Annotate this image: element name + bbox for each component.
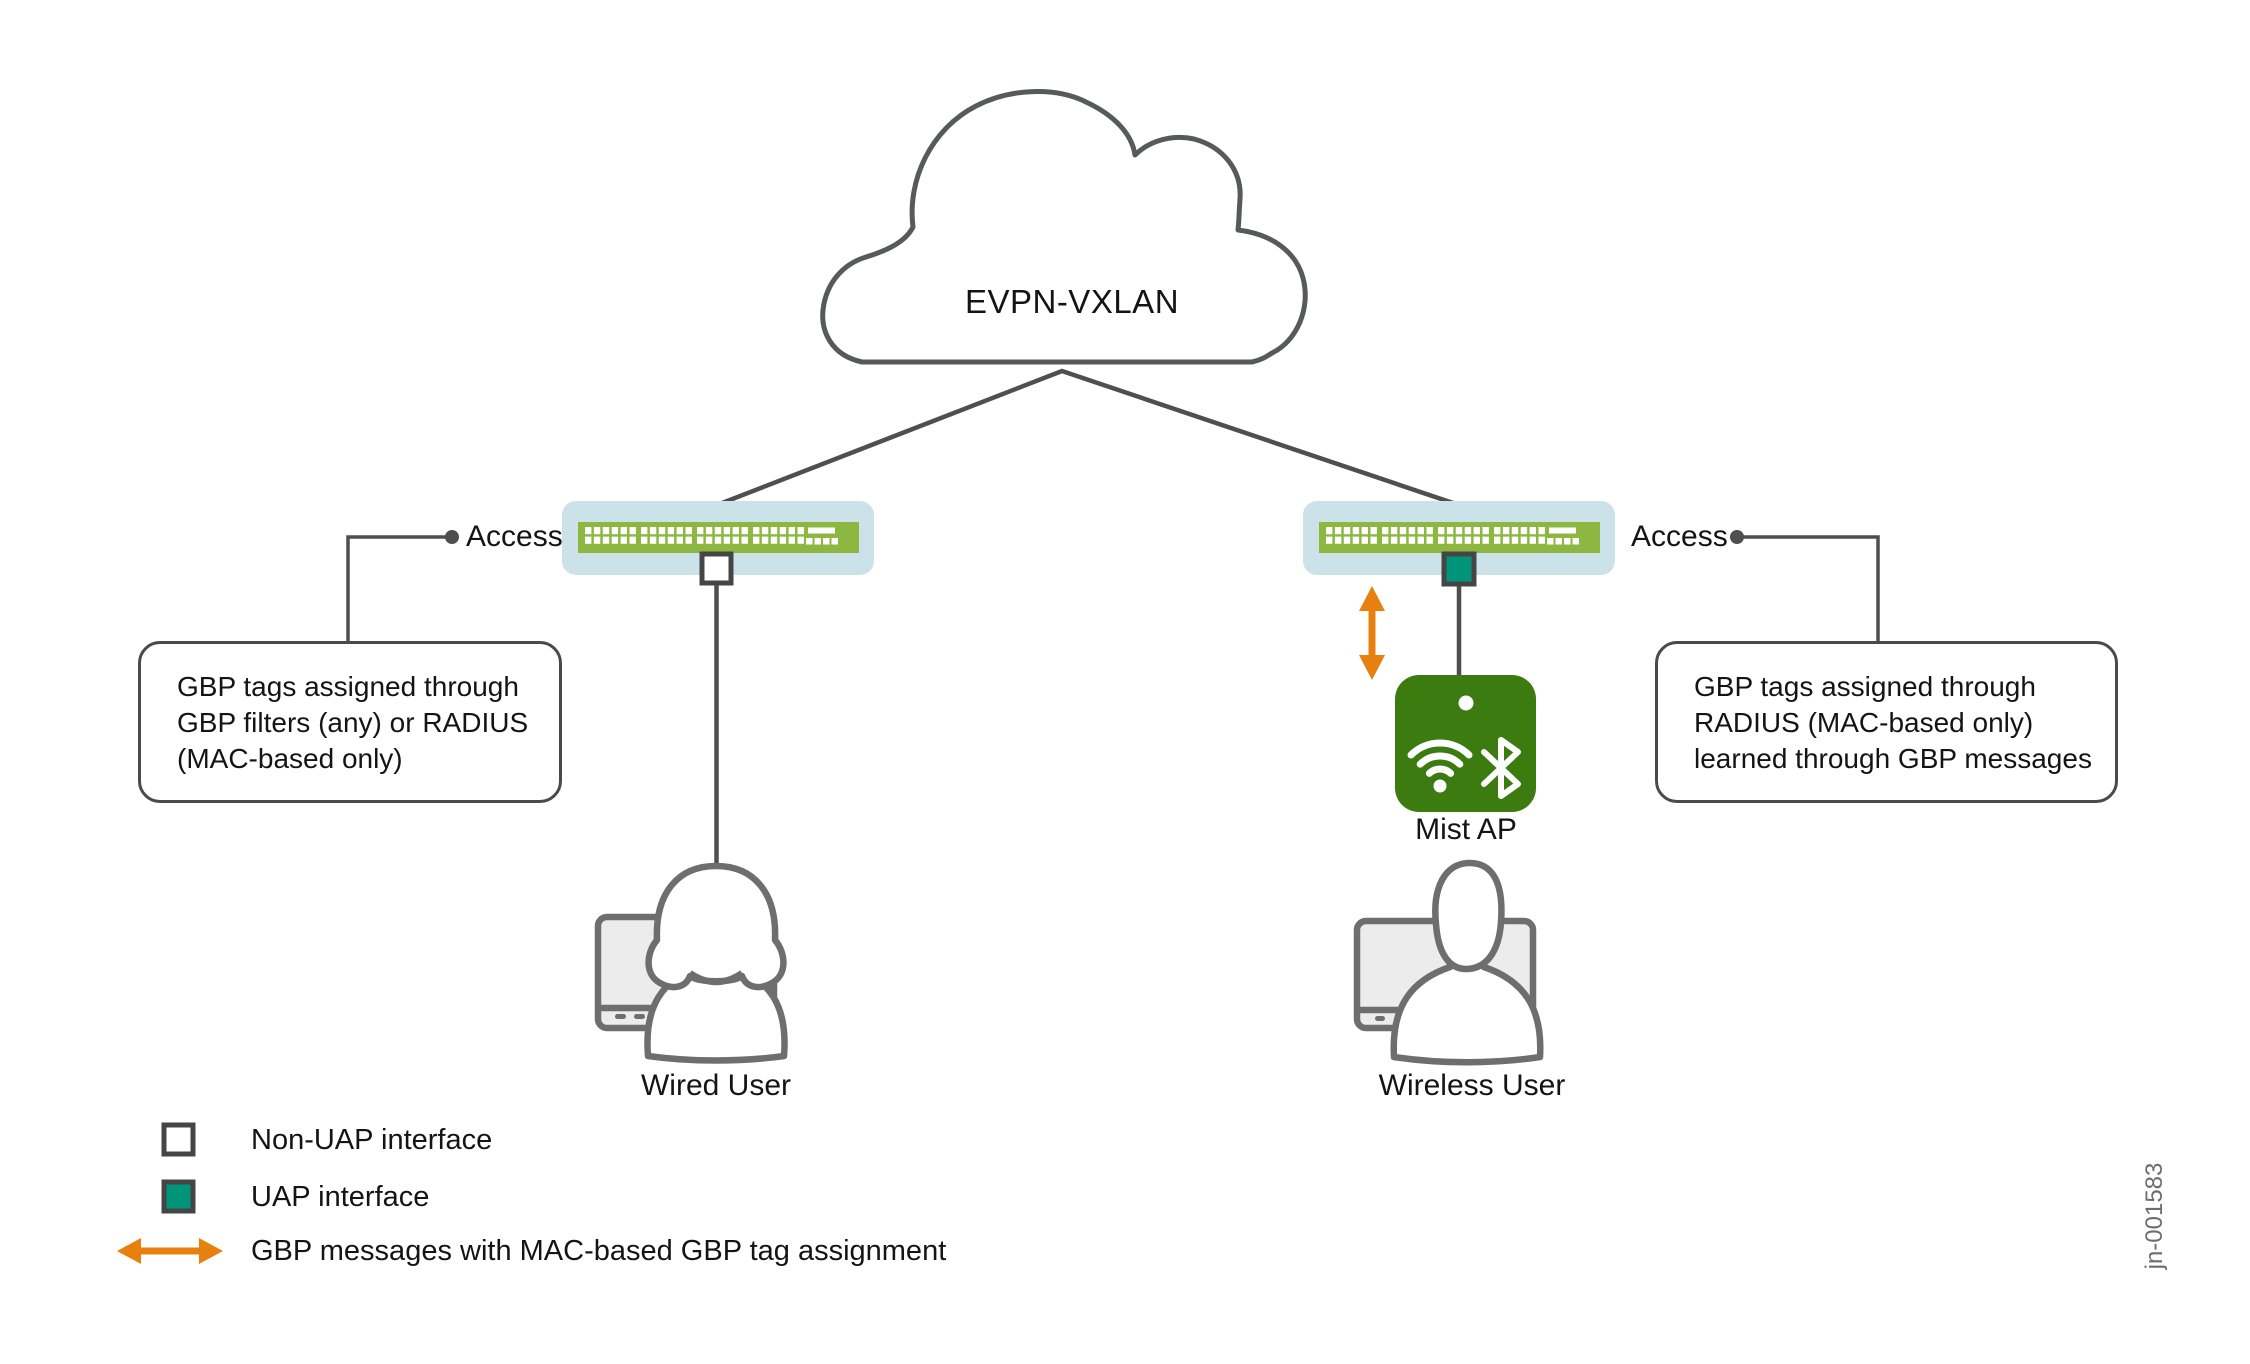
callout-left: GBP tags assigned through GBP filters (a… <box>138 641 562 803</box>
ap-led-dot <box>1458 695 1474 711</box>
evpn-vxlan-cloud <box>820 89 1308 365</box>
left-access-dot <box>445 530 459 544</box>
uap-interface-square <box>1441 551 1477 587</box>
mist-ap <box>1395 675 1536 812</box>
access-switch-left <box>562 501 874 575</box>
right-access-dot <box>1730 530 1744 544</box>
legend-non-uap-square <box>161 1122 196 1157</box>
wired-user-label: Wired User <box>640 1069 791 1102</box>
legend-label-gbp-messages: GBP messages with MAC-based GBP tag assi… <box>251 1235 947 1267</box>
wifi-icon <box>1407 739 1473 777</box>
cloud-to-switch-links <box>716 368 1460 508</box>
mist-ap-label: Mist AP <box>1415 813 1517 846</box>
switch-ports <box>585 527 804 544</box>
wired-user-icon <box>594 862 788 1064</box>
callout-left-line3: (MAC-based only) <box>177 743 403 774</box>
legend-uap-square <box>161 1179 196 1214</box>
switch-ports <box>1326 527 1545 544</box>
callout-left-line2: GBP filters (any) or RADIUS <box>177 707 529 738</box>
legend-gbp-arrow <box>117 1238 223 1264</box>
callout-right-line1: GBP tags assigned through <box>1694 671 2036 702</box>
non-uap-interface-square <box>699 551 734 586</box>
callout-right-line3: learned through GBP messages <box>1694 743 2092 774</box>
callout-right-line2: RADIUS (MAC-based only) <box>1694 707 2034 738</box>
wireless-user-icon <box>1353 859 1544 1066</box>
access-label-right: Access <box>1631 520 1728 553</box>
wireless-user-label: Wireless User <box>1378 1069 1566 1102</box>
right-access-callout-connector <box>1737 535 1880 641</box>
left-access-callout-connector <box>346 535 452 641</box>
access-switch-right <box>1303 501 1615 575</box>
legend-label-uap: UAP interface <box>251 1181 430 1213</box>
access-label-left: Access <box>466 520 563 553</box>
callout-right: GBP tags assigned through RADIUS (MAC-ba… <box>1655 641 2118 803</box>
legend-label-non-uap: Non-UAP interface <box>251 1124 493 1156</box>
cloud-label: EVPN-VXLAN <box>964 283 1180 320</box>
figure-id: jn-001583 <box>2141 1162 2168 1270</box>
bluetooth-icon <box>1481 737 1521 799</box>
gbp-messages-arrow-vertical <box>1359 586 1385 680</box>
callout-left-line1: GBP tags assigned through <box>177 671 519 702</box>
